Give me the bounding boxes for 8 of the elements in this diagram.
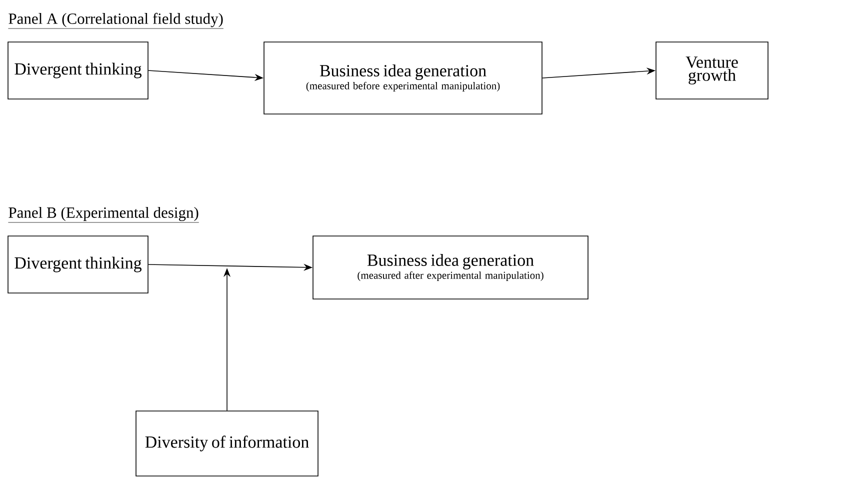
panel-heading: Panel A (Correlational field study): [8, 12, 224, 29]
process-box: Divergent thinking: [8, 236, 148, 294]
panel-heading: Panel B (Experimental design): [8, 206, 200, 223]
process-box: Venture growth: [656, 42, 768, 100]
process-box: Diversity of information: [136, 410, 318, 476]
process-box: Business idea generation (measured before experimental manipulation): [264, 42, 542, 114]
process-box: Business idea generation (measured after experimental manipulation): [312, 236, 588, 300]
process-box: Divergent thinking: [8, 42, 148, 100]
